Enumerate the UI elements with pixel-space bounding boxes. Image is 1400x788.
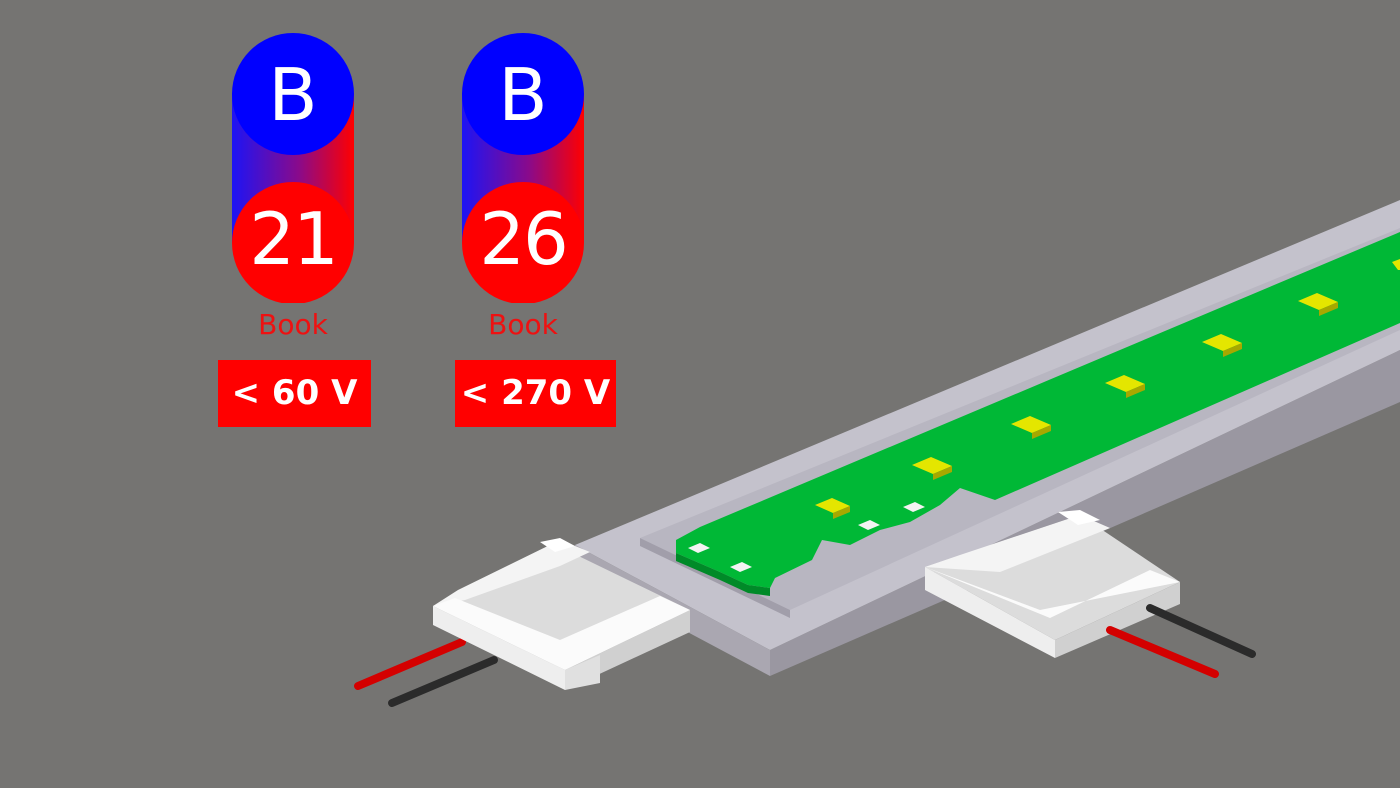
- led-chips: [815, 259, 1400, 519]
- strip-connector-icon: [433, 538, 690, 690]
- badge-b21: B 21: [232, 33, 354, 303]
- badge-b26: B 26: [462, 33, 584, 303]
- left-wires: [354, 638, 498, 707]
- voltage-label: < 270 V: [455, 360, 616, 427]
- pcb-board: [676, 232, 1400, 596]
- badge-letter: B: [498, 53, 548, 137]
- capsule-shape-icon: [232, 33, 354, 303]
- voltage-label: < 60 V: [218, 360, 371, 427]
- strip-connector-icon: [925, 510, 1180, 658]
- capsule-shape-icon: [462, 33, 584, 303]
- badge-caption: Book: [258, 308, 328, 341]
- badge-number: 21: [249, 197, 339, 281]
- badge-number: 26: [479, 197, 569, 281]
- right-wires: [1106, 604, 1256, 678]
- badge-letter: B: [268, 53, 318, 137]
- badge-caption: Book: [488, 308, 558, 341]
